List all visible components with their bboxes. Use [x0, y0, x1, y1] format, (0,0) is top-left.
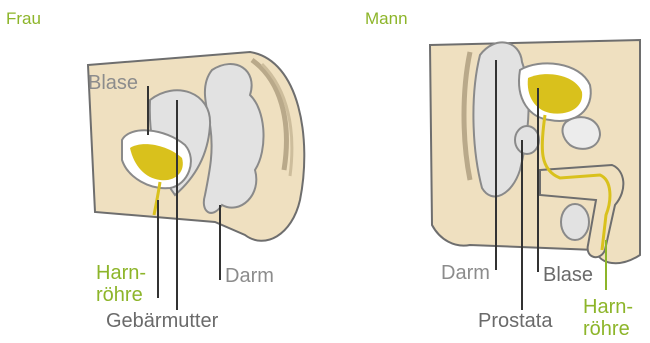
male-testis — [561, 204, 589, 240]
male-urethra-label-2: röhre — [583, 318, 630, 340]
female-bowel-label: Darm — [225, 265, 274, 287]
male-title: Mann — [365, 8, 408, 30]
male-urethra-label-1: Harn- — [583, 296, 633, 318]
male-bladder-label: Blase — [543, 264, 593, 286]
female-title: Frau — [6, 8, 41, 30]
male-bowel-label: Darm — [441, 262, 490, 284]
male-prostate — [515, 126, 539, 154]
female-urethra-label-2: röhre — [96, 284, 143, 306]
female-bladder-label: Blase — [88, 72, 138, 94]
male-prostate-label: Prostata — [478, 310, 552, 332]
female-uterus-label: Gebärmutter — [106, 310, 218, 332]
female-urethra-label-1: Harn- — [96, 262, 146, 284]
male-pubic-bone — [563, 117, 600, 149]
